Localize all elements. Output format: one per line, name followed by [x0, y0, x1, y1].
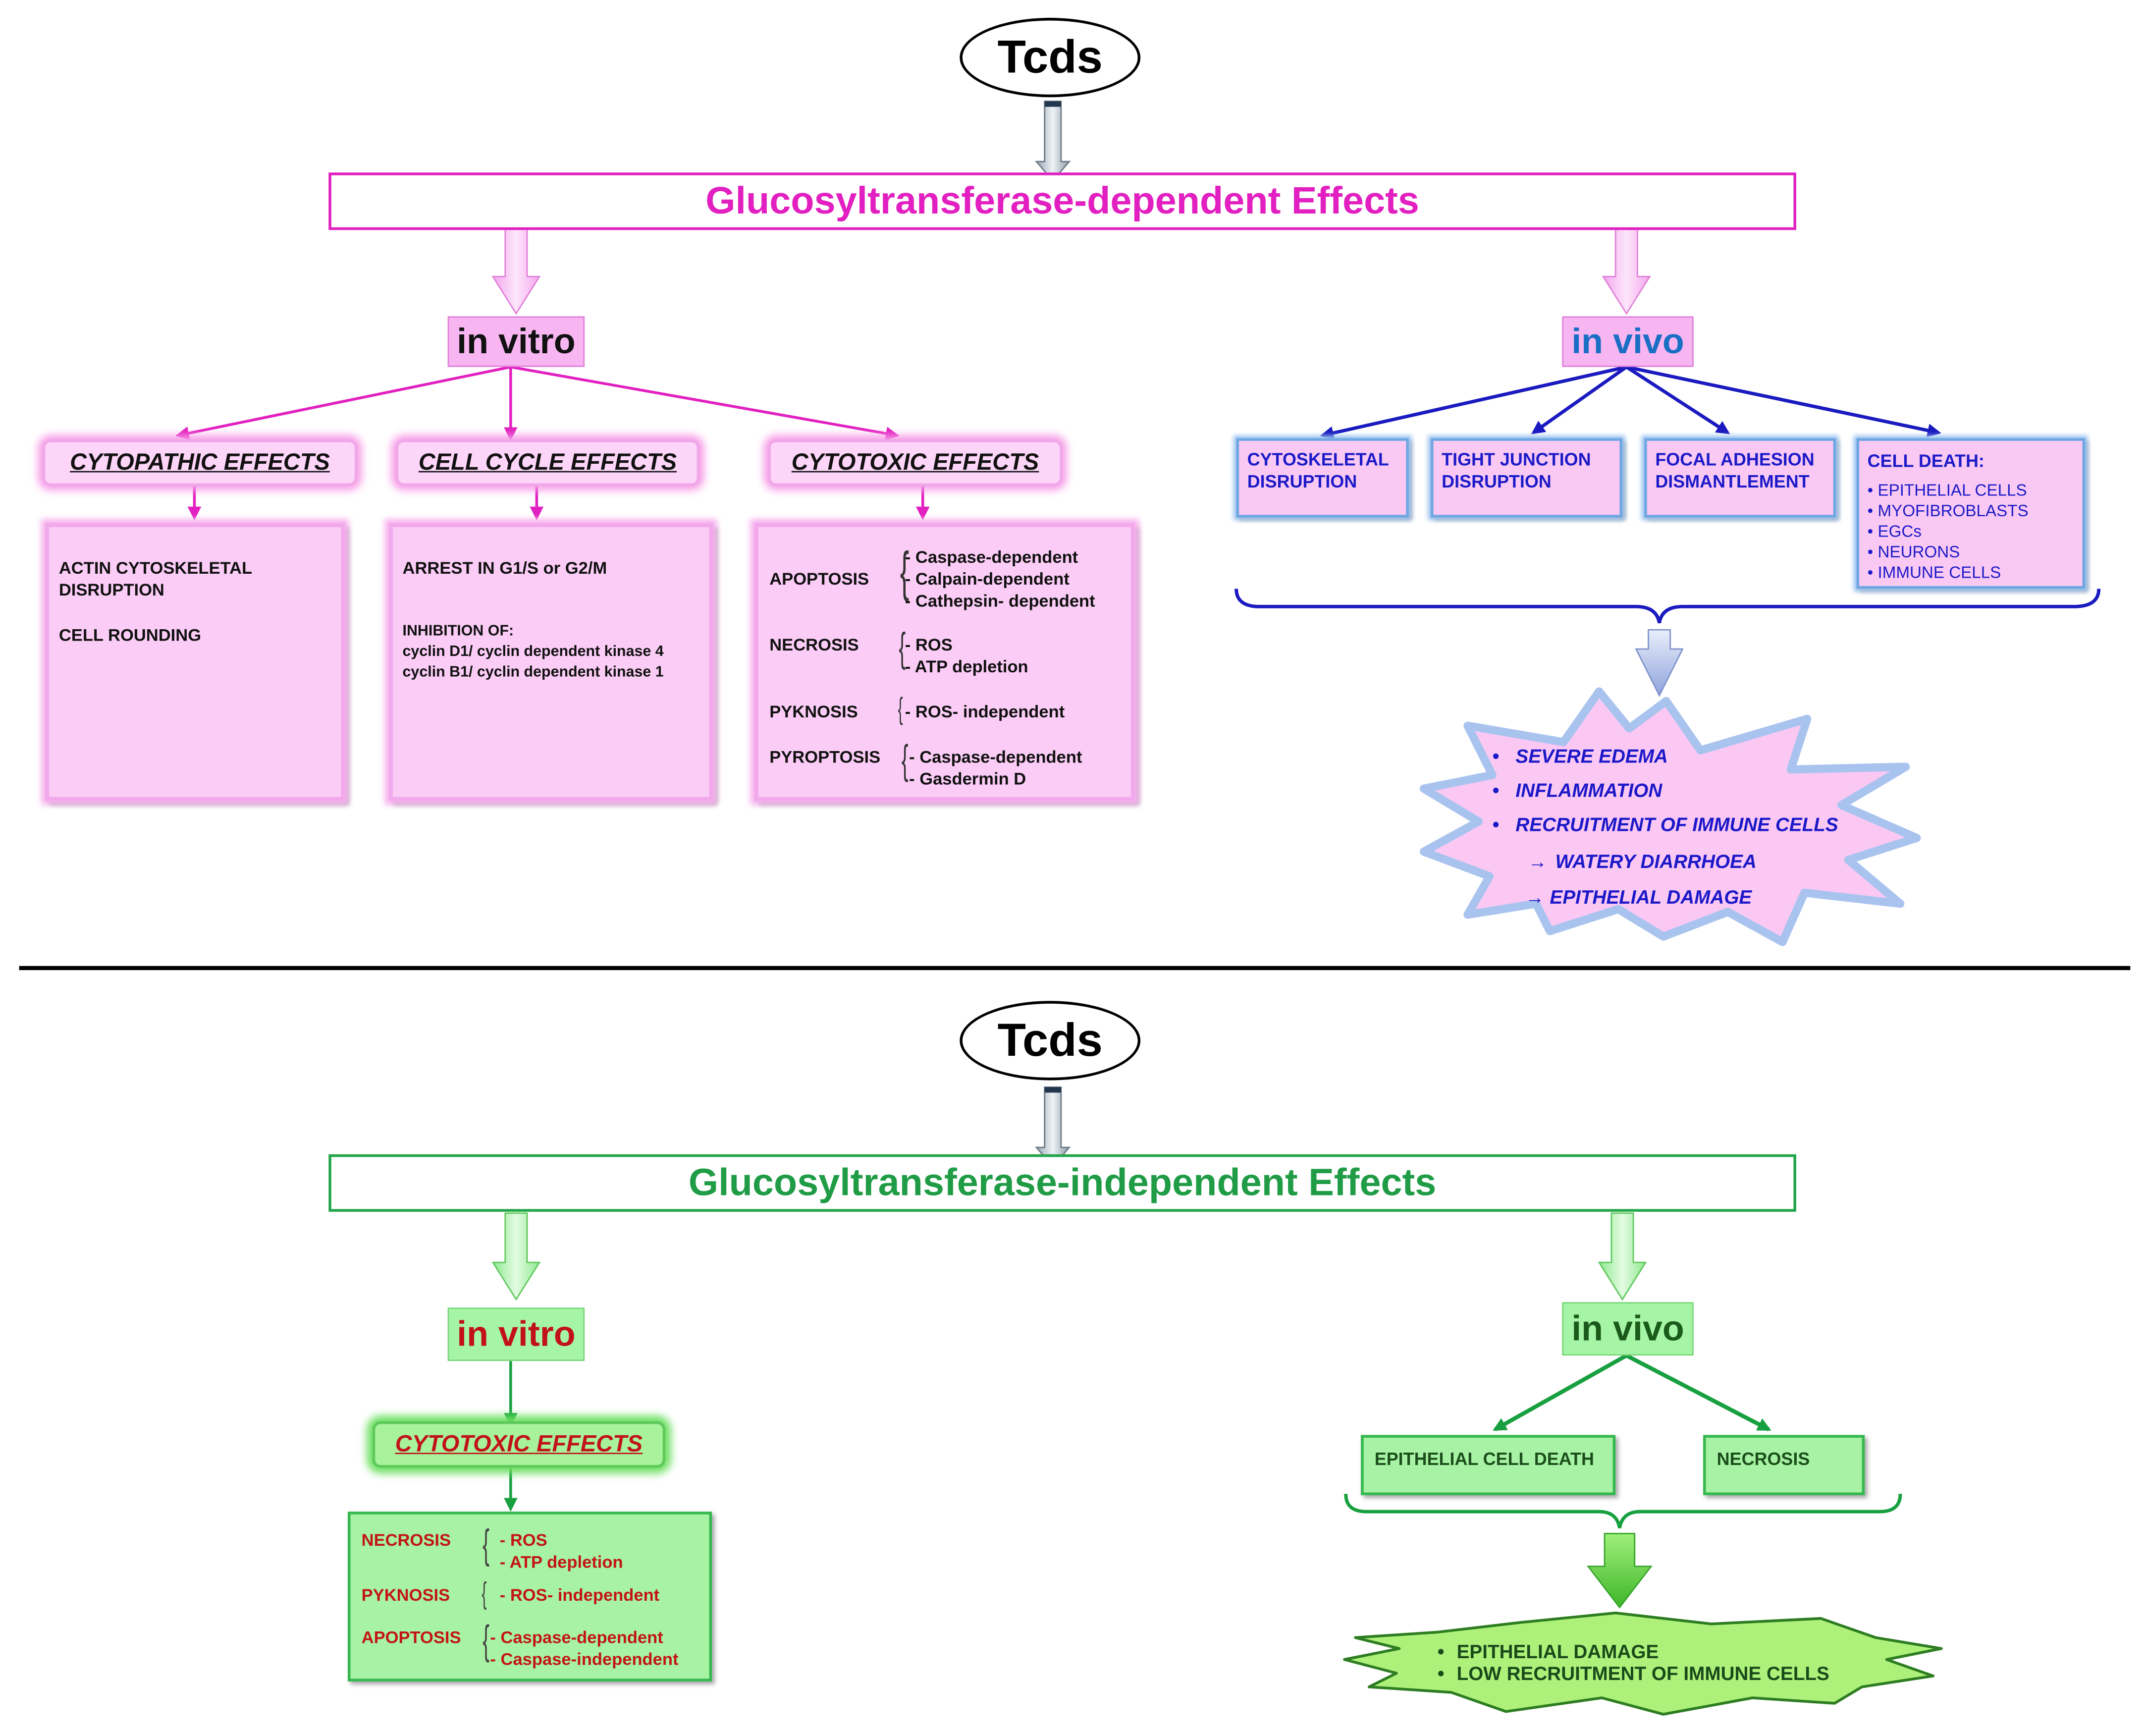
in-vivo-label-top: in vivo — [1571, 320, 1684, 362]
necrosis-item-1-bottom: - ROS — [499, 1530, 547, 1550]
apoptosis-item-2-bottom: - Caspase-independent — [490, 1650, 679, 1669]
gburst-bullet-2: • — [1437, 1662, 1445, 1684]
cellcycle-line-1: ARREST IN G1/S or G2/M — [402, 558, 607, 578]
toxin-label-bottom: Tcds — [997, 1014, 1103, 1066]
cytoskeletal-line-2: DISRUPTION — [1247, 471, 1357, 492]
tight-junction-line-2: DISRUPTION — [1442, 471, 1552, 492]
cytopathic-line-2: DISRUPTION — [58, 580, 164, 600]
cellcycle-box: ARREST IN G1/S or G2/M INHIBITION OF: cy… — [388, 523, 713, 801]
gburst-bullet-1: • — [1437, 1640, 1445, 1663]
burst-item-recruitment: RECRUITMENT OF IMMUNE CELLS — [1515, 813, 1838, 835]
cytotoxic-title-top: CYTOTOXIC EFFECTS — [791, 449, 1039, 476]
pyknosis-item-1-top: - ROS- independent — [905, 702, 1065, 722]
vivo-box-tight-junction: TIGHT JUNCTION DISRUPTION — [1431, 438, 1622, 518]
vivo-box-cell-death: CELL DEATH: • EPITHELIAL CELLS • MYOFIBR… — [1856, 438, 2086, 589]
cell-death-item-4: • NEURONS — [1867, 542, 1960, 562]
vivo-box-necrosis: NECROSIS — [1703, 1435, 1865, 1495]
apoptosis-item-2-top: - Calpain-dependent — [905, 569, 1070, 589]
cytopathic-line-3: CELL ROUNDING — [58, 626, 202, 645]
cellcycle-line-4: cyclin B1/ cyclin dependent kinase 1 — [402, 664, 664, 681]
pyknosis-label-bottom: PYKNOSIS — [361, 1585, 450, 1605]
in-vitro-tag-bottom: in vitro — [447, 1307, 585, 1361]
pyknosis-item-1-bottom: - ROS- independent — [499, 1585, 660, 1605]
cytopathic-title: CYTOPATHIC EFFECTS — [70, 449, 330, 476]
cellcycle-title: CELL CYCLE EFFECTS — [418, 449, 677, 476]
burst-bullet-1: • — [1492, 745, 1499, 767]
pyknosis-label-top: PYKNOSIS — [769, 702, 858, 722]
banner-independent-title: Glucosyltransferase-independent Effects — [688, 1161, 1437, 1204]
cell-death-item-1: • EPITHELIAL CELLS — [1867, 481, 2027, 500]
vivo-box-epithelial-death: EPITHELIAL CELL DEATH — [1361, 1435, 1616, 1495]
starburst-top — [1419, 687, 1921, 946]
toxin-oval-top: Tcds — [960, 17, 1141, 98]
in-vitro-label-bottom: in vitro — [457, 1313, 576, 1355]
in-vivo-tag-top: in vivo — [1562, 316, 1694, 367]
banner-independent: Glucosyltransferase-independent Effects — [328, 1154, 1796, 1212]
apoptosis-item-1-top: - Caspase-dependent — [905, 547, 1078, 567]
necrosis-item-2-top: - ATP depletion — [905, 657, 1028, 677]
pyroptosis-item-2: - Gasdermin D — [909, 769, 1026, 789]
cellcycle-line-2: INHIBITION OF: — [402, 623, 514, 640]
apoptosis-label-bottom: APOPTOSIS — [361, 1628, 461, 1647]
cytotoxic-scroll-top: CYTOTOXIC EFFECTS — [768, 439, 1063, 487]
starburst-bottom — [1343, 1611, 1943, 1716]
burst-result-epithelial: EPITHELIAL DAMAGE — [1550, 886, 1752, 908]
cell-death-item-5: • IMMUNE CELLS — [1867, 562, 2001, 582]
burst-arrow-2: → — [1525, 886, 1545, 908]
focal-adhesion-line-1: FOCAL ADHESION — [1655, 449, 1815, 470]
in-vitro-label-top: in vitro — [457, 320, 576, 362]
burst-bullet-3: • — [1492, 813, 1499, 835]
tight-junction-line-1: TIGHT JUNCTION — [1442, 449, 1591, 470]
focal-adhesion-line-2: DISMANTLEMENT — [1655, 471, 1810, 492]
burst-arrow-1: → — [1528, 850, 1547, 872]
cell-death-item-2: • MYOFIBROBLASTS — [1867, 501, 2029, 521]
gburst-item-recruitment: LOW RECRUITMENT OF IMMUNE CELLS — [1456, 1662, 1829, 1684]
cytotoxic-title-bottom: CYTOTOXIC EFFECTS — [395, 1431, 643, 1457]
cytotoxic-scroll-bottom: CYTOTOXIC EFFECTS — [372, 1421, 666, 1468]
burst-item-inflammation: INFLAMMATION — [1515, 779, 1662, 801]
toxin-label-top: Tcds — [997, 31, 1103, 83]
epithelial-death-label: EPITHELIAL CELL DEATH — [1374, 1448, 1594, 1469]
toxin-oval-bottom: Tcds — [960, 1001, 1141, 1081]
burst-item-edema: SEVERE EDEMA — [1515, 745, 1668, 767]
apoptosis-label-top: APOPTOSIS — [769, 569, 869, 589]
cellcycle-line-3: cyclin D1/ cyclin dependent kinase 4 — [402, 643, 664, 660]
gburst-item-damage: EPITHELIAL DAMAGE — [1456, 1640, 1659, 1663]
cytotoxic-box-bottom: NECROSIS { - ROS - ATP depletion PYKNOSI… — [347, 1512, 712, 1682]
cytoskeletal-line-1: CYTOSKELETAL — [1247, 449, 1389, 470]
banner-dependent-title: Glucosyltransferase-dependent Effects — [705, 179, 1419, 222]
burst-bullet-2: • — [1492, 779, 1499, 801]
banner-dependent: Glucosyltransferase-dependent Effects — [328, 172, 1796, 230]
cytopathic-box: ACTIN CYTOSKELETAL DISRUPTION CELL ROUND… — [45, 523, 345, 801]
cytotoxic-box-top: APOPTOSIS { - Caspase-dependent - Calpai… — [754, 523, 1135, 801]
in-vivo-label-bottom: in vivo — [1571, 1307, 1684, 1349]
cytopathic-line-1: ACTIN CYTOSKELETAL — [58, 558, 253, 578]
pyroptosis-label-top: PYROPTOSIS — [769, 747, 881, 767]
necrosis-item-1-top: - ROS — [905, 635, 953, 655]
cell-death-item-3: • EGCs — [1867, 521, 1922, 541]
necrosis-vivo-label: NECROSIS — [1716, 1448, 1810, 1469]
burst-result-diarrhoea: WATERY DIARRHOEA — [1555, 850, 1757, 872]
vivo-box-focal-adhesion: FOCAL ADHESION DISMANTLEMENT — [1644, 438, 1836, 518]
cellcycle-scroll: CELL CYCLE EFFECTS — [395, 439, 700, 487]
apoptosis-item-1-bottom: - Caspase-dependent — [490, 1628, 663, 1647]
cytopathic-scroll: CYTOPATHIC EFFECTS — [42, 439, 358, 487]
in-vitro-tag-top: in vitro — [447, 316, 585, 367]
vivo-box-cytoskeletal: CYTOSKELETAL DISRUPTION — [1236, 438, 1409, 518]
necrosis-label-bottom: NECROSIS — [361, 1530, 451, 1550]
necrosis-label-top: NECROSIS — [769, 635, 859, 655]
pyroptosis-item-1: - Caspase-dependent — [909, 747, 1082, 767]
necrosis-item-2-bottom: - ATP depletion — [499, 1553, 623, 1572]
apoptosis-item-3-top: - Cathepsin- dependent — [905, 591, 1095, 611]
cell-death-title: CELL DEATH: — [1867, 450, 1984, 471]
in-vivo-tag-bottom: in vivo — [1562, 1302, 1694, 1356]
